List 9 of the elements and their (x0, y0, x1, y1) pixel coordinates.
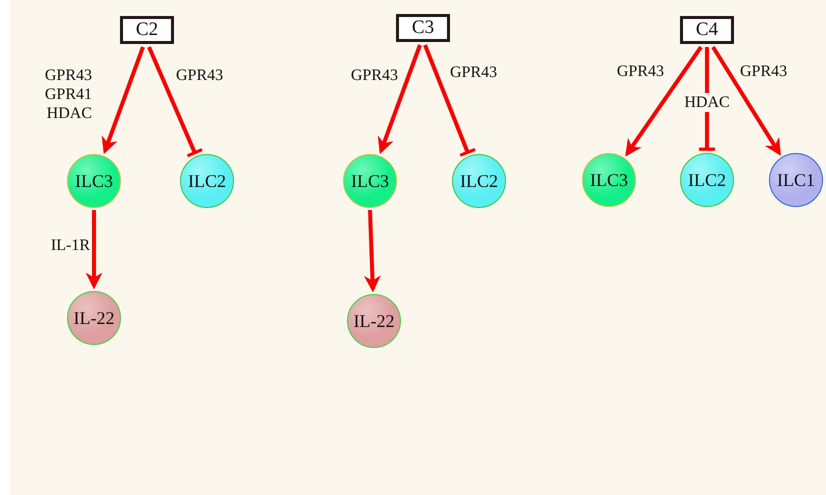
label-box: C2 (120, 16, 174, 44)
arrow (711, 46, 781, 156)
arrow (625, 46, 703, 156)
arrow (364, 210, 381, 292)
label-box: C3 (396, 14, 450, 42)
arrow (378, 44, 422, 154)
arrow (86, 210, 102, 290)
label-box: C4 (680, 16, 734, 44)
arrow (102, 46, 145, 154)
